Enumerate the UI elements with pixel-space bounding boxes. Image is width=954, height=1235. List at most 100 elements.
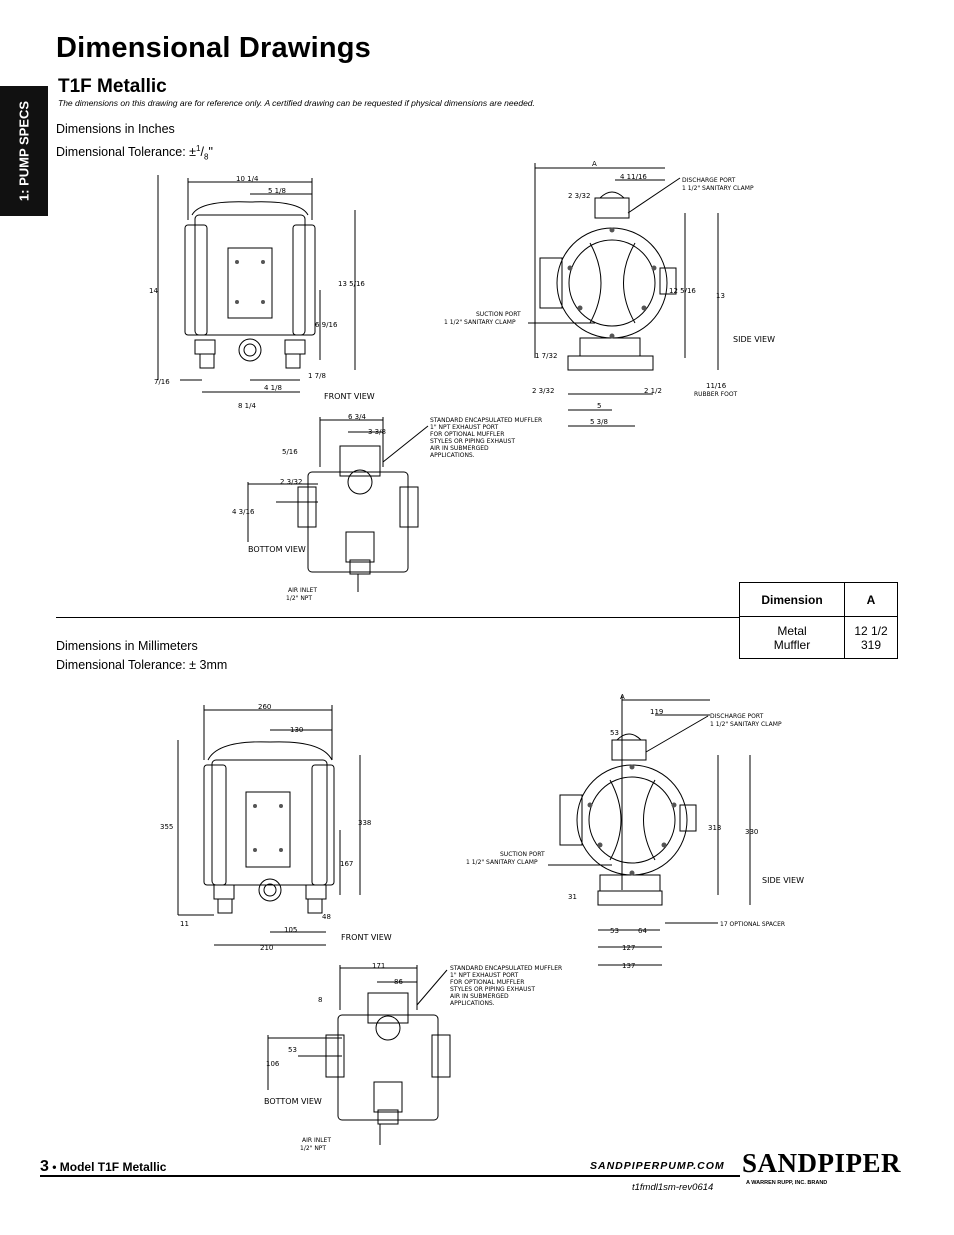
inches-bottom-dim-3: 5/16 (282, 448, 298, 456)
mm-front-view-drawing: 260 130 355 338 167 11 105 48 210 FRONT … (160, 703, 392, 952)
mm-tolerance: Dimensional Tolerance: ± 3mm (56, 658, 228, 672)
mm-side-dim-5: 31 (568, 893, 577, 901)
inches-front-dim-1: 10 1/4 (236, 175, 259, 183)
inches-side-dim-5: 1 7/32 (535, 352, 557, 360)
table-header-dimension: Dimension (739, 582, 845, 617)
mm-bottom-view-drawing: 171 86 8 53 106 BOTTOM VIEW STANDARD ENC… (264, 962, 562, 1152)
mm-muffler-line-6: APPLICATIONS. (450, 1000, 495, 1007)
mm-side-dim-9: 137 (622, 962, 635, 970)
inches-side-view-label: SIDE VIEW (733, 335, 775, 344)
mm-side-dim-2: 53 (610, 729, 619, 737)
inches-air-inlet-line-2: 1/2" NPT (286, 595, 312, 602)
mm-side-dim-8: 127 (622, 944, 635, 952)
mm-muffler-line-4: STYLES OR PIPING EXHAUST (450, 986, 535, 993)
inches-front-view-label: FRONT VIEW (324, 392, 375, 401)
mm-side-dim-4: 330 (745, 828, 758, 836)
inches-side-dim-7: 2 1/2 (644, 387, 662, 395)
sandpiper-logo: SANDPIPER (742, 1148, 902, 1178)
mm-side-view-drawing: A 119 53 313 330 31 53 64 127 137 17 OPT… (466, 693, 804, 970)
mm-front-dim-2: 130 (290, 726, 303, 734)
inches-side-foot-label: RUBBER FOOT (694, 391, 738, 398)
mm-bottom-dim-1: 171 (372, 962, 385, 970)
table-header-a: A (844, 582, 898, 617)
footer-website-link[interactable]: SANDPIPERPUMP.COM (590, 1160, 725, 1172)
section-tab[interactable]: 1: PUMP SPECS (0, 86, 48, 216)
mm-front-dim-1: 260 (258, 703, 271, 711)
mm-discharge-label-1: DISCHARGE PORT (710, 713, 764, 720)
page-number: 3 (40, 1158, 49, 1175)
section-tab-label: 1: PUMP SPECS (16, 100, 32, 202)
mm-side-dim-1: 119 (650, 708, 663, 716)
inches-suction-label-2: 1 1/2" SANITARY CLAMP (444, 319, 516, 326)
inches-front-dim-9: 8 1/4 (238, 402, 256, 410)
inches-muffler-line-4: STYLES OR PIPING EXHAUST (430, 438, 515, 445)
mm-heading-block: Dimensions in Millimeters Dimensional To… (56, 637, 227, 675)
mm-discharge-label-2: 1 1/2" SANITARY CLAMP (710, 721, 782, 728)
footer-revision: t1fmdl1sm-rev0614 (632, 1182, 714, 1193)
inches-discharge-label-1: DISCHARGE PORT (682, 177, 736, 184)
mm-front-dim-4: 338 (358, 819, 371, 827)
inches-muffler-line-6: APPLICATIONS. (430, 452, 475, 459)
inches-bottom-view-drawing: 6 3/4 3 3/8 5/16 2 3/32 4 3/16 BOTTOM VI… (232, 413, 542, 602)
mm-side-dim-6: 53 (610, 927, 619, 935)
mm-front-dim-3: 355 (160, 823, 173, 831)
mm-bottom-view-label: BOTTOM VIEW (264, 1097, 322, 1106)
mm-front-dim-7: 105 (284, 926, 297, 934)
inches-front-dim-2: 5 1/8 (268, 187, 286, 195)
mm-side-dim-3: 313 (708, 824, 721, 832)
mm-suction-label-2: 1 1/2" SANITARY CLAMP (466, 859, 538, 866)
inches-side-dim-6: 2 3/32 (532, 387, 554, 395)
inches-air-inlet-line-1: AIR INLET (288, 587, 317, 594)
page-subtitle: T1F Metallic (58, 76, 167, 97)
mm-side-dim-a: A (620, 693, 625, 701)
mm-front-dim-8: 48 (322, 913, 331, 921)
inches-front-view-drawing: 10 1/4 5 1/8 14 13 5/16 6 9/16 7/16 4 1/… (149, 175, 375, 410)
mm-muffler-line-1: STANDARD ENCAPSULATED MUFFLER (450, 965, 562, 972)
inches-suction-label-1: SUCTION PORT (476, 311, 521, 318)
mm-front-view-label: FRONT VIEW (341, 933, 392, 942)
page-title: Dimensional Drawings (56, 32, 372, 64)
inches-bottom-view-label: BOTTOM VIEW (248, 545, 306, 554)
inches-bottom-dim-2: 3 3/8 (368, 428, 386, 436)
footer-rule (40, 1175, 740, 1177)
mm-side-dim-7: 64 (638, 927, 647, 935)
inches-side-dim-4: 13 (716, 292, 725, 300)
inches-side-view-drawing: A 4 11/16 2 3/32 12 5/16 13 1 7/32 2 3/3… (444, 160, 775, 427)
inches-muffler-line-3: FOR OPTIONAL MUFFLER (430, 431, 504, 438)
mm-muffler-line-3: FOR OPTIONAL MUFFLER (450, 979, 524, 986)
inches-heading: Dimensions in Inches (56, 122, 175, 136)
inches-bottom-dim-4: 2 3/32 (280, 478, 302, 486)
mm-muffler-line-5: AIR IN SUBMERGED (450, 993, 509, 1000)
mm-bottom-dim-4: 53 (288, 1046, 297, 1054)
mm-heading: Dimensions in Millimeters (56, 639, 198, 653)
inches-tolerance: Dimensional Tolerance: ±1/8" (56, 144, 213, 162)
mm-bottom-dim-2: 86 (394, 978, 403, 986)
inches-front-dim-5: 6 9/16 (315, 321, 338, 329)
inches-side-dim-9: 5 3/8 (590, 418, 608, 426)
inches-front-dim-8: 1 7/8 (308, 372, 326, 380)
mm-bottom-dim-5: 106 (266, 1060, 280, 1068)
inches-side-dim-3: 12 5/16 (669, 287, 696, 295)
mm-front-dim-5: 167 (340, 860, 353, 868)
inches-heading-block: Dimensions in Inches Dimensional Toleran… (56, 120, 213, 167)
inches-front-dim-3: 14 (149, 287, 158, 295)
mm-front-dim-9: 210 (260, 944, 273, 952)
inches-side-dim-1: 4 11/16 (620, 173, 647, 181)
mm-air-inlet-line-1: AIR INLET (302, 1137, 331, 1144)
reference-note: The dimensions on this drawing are for r… (58, 98, 535, 108)
inches-side-dim-a: A (592, 160, 597, 168)
inches-side-dim-2: 2 3/32 (568, 192, 590, 200)
inches-side-dim-8: 5 (597, 402, 601, 410)
mm-muffler-line-2: 1" NPT EXHAUST PORT (450, 972, 519, 979)
inches-muffler-line-2: 1" NPT EXHAUST PORT (430, 424, 499, 431)
inches-bottom-dim-1: 6 3/4 (348, 413, 366, 421)
inches-muffler-line-1: STANDARD ENCAPSULATED MUFFLER (430, 417, 542, 424)
inches-discharge-label-2: 1 1/2" SANITARY CLAMP (682, 185, 754, 192)
inches-front-dim-7: 4 1/8 (264, 384, 282, 392)
footer-model: • Model T1F Metallic (48, 1160, 167, 1174)
mm-bottom-dim-3: 8 (318, 996, 322, 1004)
inches-side-dim-10: 11/16 (706, 382, 727, 390)
